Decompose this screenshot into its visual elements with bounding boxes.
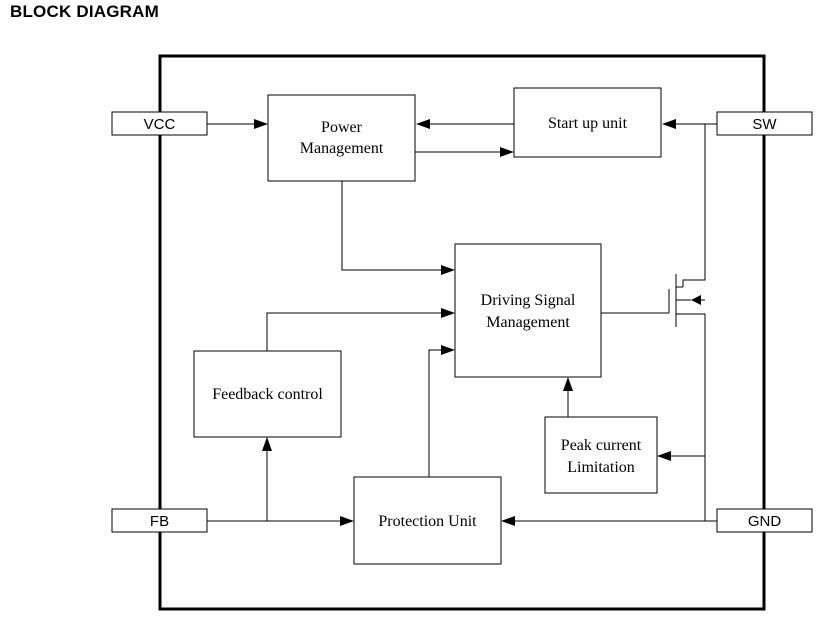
block-driving-signal: Driving Signal Management xyxy=(454,243,602,378)
arrow-into-startup-power xyxy=(500,147,514,157)
pin-gnd: GND xyxy=(716,508,813,533)
block-label: Management xyxy=(486,314,570,331)
block-label: Management xyxy=(300,140,384,157)
connections xyxy=(207,123,717,522)
pin-label: FB xyxy=(150,513,169,530)
pin-label: VCC xyxy=(144,116,176,133)
arrow-mosfet-body xyxy=(691,295,701,305)
diagram-heading: BLOCK DIAGRAM xyxy=(10,2,159,21)
block-feedback-control: Feedback control xyxy=(193,350,342,438)
wire-power-to-driving xyxy=(341,181,443,271)
arrow-into-protection-fb xyxy=(340,516,354,526)
block-peak-current: Peak current Limitation xyxy=(544,416,658,494)
block-label: Feedback control xyxy=(212,386,323,403)
wire-source-to-gnd xyxy=(683,313,706,521)
arrow-into-protection-gnd xyxy=(501,516,515,526)
chip-boundary xyxy=(158,54,766,611)
pin-label: GND xyxy=(748,513,782,530)
pin-sw: SW xyxy=(716,111,813,136)
arrow-into-startup-sw xyxy=(662,119,676,129)
pin-label: SW xyxy=(752,116,777,133)
block-label: Peak current xyxy=(561,437,642,454)
wire-protection-to-driving xyxy=(428,349,443,477)
arrow-into-driving-power xyxy=(441,265,455,275)
arrow-into-power-startup xyxy=(416,119,430,129)
arrowheads xyxy=(254,119,701,526)
block-label: Start up unit xyxy=(548,115,628,132)
wire-sw-to-mosfet-drain xyxy=(682,124,706,287)
wire-feedback-to-driving xyxy=(266,312,443,351)
block-startup-unit: Start up unit xyxy=(513,87,662,158)
arrow-into-feedback xyxy=(262,437,272,451)
block-power-management: Power Management xyxy=(267,94,416,182)
block-label: Power xyxy=(321,119,363,136)
block-protection-unit: Protection Unit xyxy=(353,476,502,565)
arrow-into-peak xyxy=(657,451,671,461)
arrow-into-driving-feedback xyxy=(441,308,455,318)
pin-vcc: VCC xyxy=(111,111,208,136)
arrow-into-driving-peak xyxy=(563,377,573,391)
block-label: Protection Unit xyxy=(378,513,477,530)
pin-fb: FB xyxy=(111,508,208,533)
block-label: Limitation xyxy=(567,459,635,476)
block-label: Driving Signal xyxy=(481,292,576,309)
arrow-into-driving-protection xyxy=(441,345,455,355)
arrow-into-power-vcc xyxy=(254,119,268,129)
